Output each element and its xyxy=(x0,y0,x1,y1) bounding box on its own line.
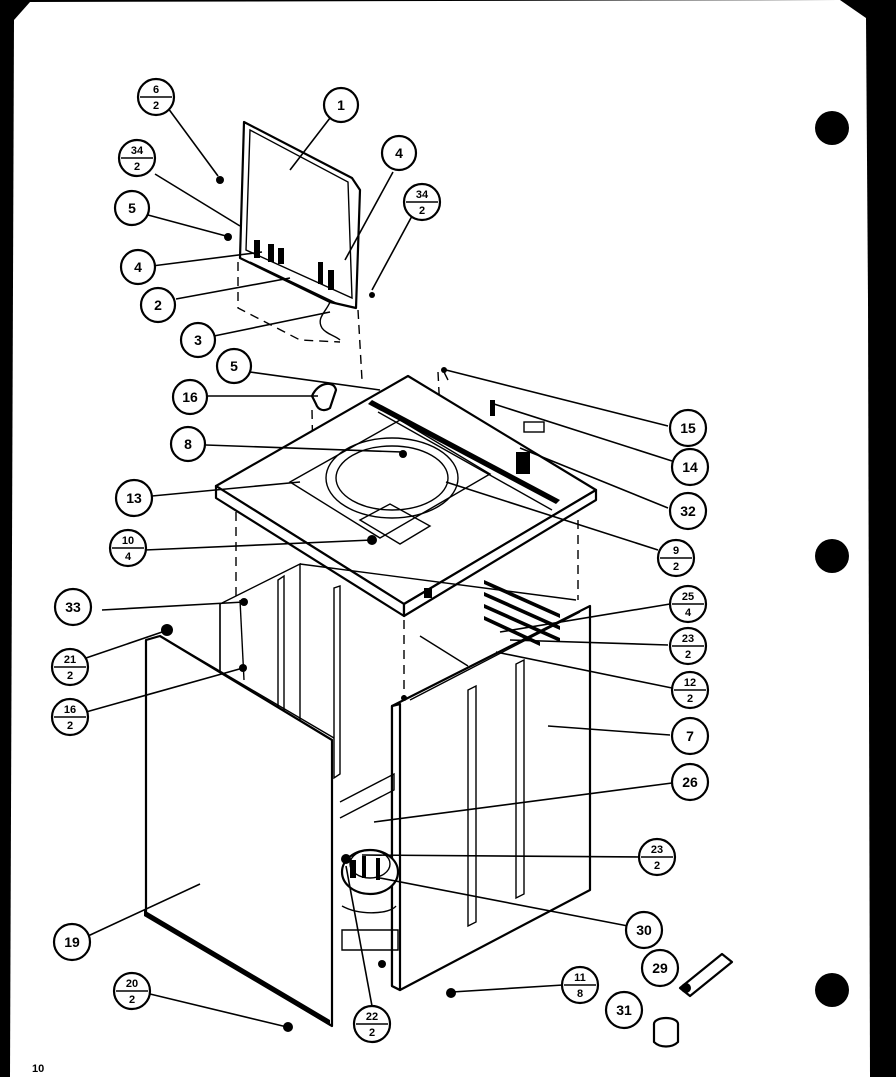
svg-text:25: 25 xyxy=(682,591,694,603)
callout-15: 15 xyxy=(668,408,708,448)
svg-text:1: 1 xyxy=(337,97,345,113)
svg-text:9: 9 xyxy=(673,545,679,557)
callout-1: 1 xyxy=(322,86,360,124)
binder-hole-middle xyxy=(815,539,849,573)
svg-text:23: 23 xyxy=(682,633,694,645)
callout-4-upper: 4 xyxy=(380,134,418,172)
svg-text:12: 12 xyxy=(684,677,696,689)
svg-text:3: 3 xyxy=(194,332,202,348)
callout-23-upper: 232 xyxy=(668,626,708,666)
callout-11: 118 xyxy=(560,965,600,1005)
svg-text:2: 2 xyxy=(129,994,135,1006)
svg-text:19: 19 xyxy=(64,934,80,950)
svg-text:20: 20 xyxy=(126,978,138,990)
svg-text:16: 16 xyxy=(64,704,76,716)
svg-text:2: 2 xyxy=(153,100,159,112)
callout-31: 31 xyxy=(604,990,644,1030)
callout-7: 7 xyxy=(670,716,710,756)
svg-text:8: 8 xyxy=(184,436,192,452)
svg-text:15: 15 xyxy=(680,420,696,436)
callout-9: 92 xyxy=(656,538,696,578)
callout-29: 29 xyxy=(640,948,680,988)
svg-text:2: 2 xyxy=(154,297,162,313)
svg-text:2: 2 xyxy=(673,561,679,573)
callout-2: 2 xyxy=(139,286,177,324)
svg-text:4: 4 xyxy=(125,551,132,563)
front-panel xyxy=(144,624,335,1032)
svg-text:10: 10 xyxy=(122,535,134,547)
callout-16-upper: 16 xyxy=(171,378,209,416)
svg-text:22: 22 xyxy=(366,1011,378,1023)
callout-23-lower: 232 xyxy=(637,837,677,877)
callout-8: 8 xyxy=(169,425,207,463)
svg-text:2: 2 xyxy=(369,1027,375,1039)
svg-text:2: 2 xyxy=(687,693,693,705)
svg-text:32: 32 xyxy=(680,503,696,519)
callout-14: 14 xyxy=(670,447,710,487)
svg-text:2: 2 xyxy=(419,205,425,217)
svg-text:23: 23 xyxy=(651,844,663,856)
callout-25: 254 xyxy=(668,584,708,624)
top-cover xyxy=(214,367,598,618)
svg-text:6: 6 xyxy=(153,84,159,96)
callout-21: 212 xyxy=(50,647,90,687)
callout-12: 122 xyxy=(670,670,710,710)
svg-text:8: 8 xyxy=(577,988,583,1000)
page-number: 10 xyxy=(32,1063,45,1075)
callout-5-lower: 5 xyxy=(215,347,253,385)
callout-5-upper: 5 xyxy=(113,189,151,227)
svg-text:4: 4 xyxy=(395,145,403,161)
pump-base xyxy=(339,772,400,968)
svg-text:31: 31 xyxy=(616,1002,632,1018)
svg-text:4: 4 xyxy=(685,607,692,619)
binder-hole-bottom xyxy=(815,973,849,1007)
callout-34-left: 342 xyxy=(117,138,157,178)
binder-hole-top xyxy=(815,111,849,145)
svg-text:11: 11 xyxy=(574,972,586,984)
lid-assembly xyxy=(216,120,375,341)
callout-34-right: 342 xyxy=(402,182,442,222)
svg-text:16: 16 xyxy=(182,389,198,405)
callout-32: 32 xyxy=(668,491,708,531)
callout-13: 13 xyxy=(114,478,154,518)
svg-text:2: 2 xyxy=(134,161,140,173)
callout-20: 202 xyxy=(112,971,152,1011)
svg-text:13: 13 xyxy=(126,490,142,506)
svg-text:2: 2 xyxy=(67,720,73,732)
svg-text:26: 26 xyxy=(682,774,698,790)
svg-text:2: 2 xyxy=(67,670,73,682)
callout-16-lower: 162 xyxy=(50,697,90,737)
svg-text:29: 29 xyxy=(652,960,668,976)
loose-parts xyxy=(446,952,734,1048)
svg-text:34: 34 xyxy=(416,189,429,201)
svg-text:7: 7 xyxy=(686,728,694,744)
callout-3: 3 xyxy=(179,321,217,359)
svg-text:2: 2 xyxy=(685,649,691,661)
callout-19: 19 xyxy=(52,922,92,962)
callout-33: 33 xyxy=(53,587,93,627)
callout-22: 222 xyxy=(352,1004,392,1044)
svg-text:21: 21 xyxy=(64,654,76,666)
svg-text:4: 4 xyxy=(134,259,142,275)
svg-text:2: 2 xyxy=(654,860,660,872)
svg-text:34: 34 xyxy=(131,145,144,157)
svg-text:30: 30 xyxy=(636,922,652,938)
svg-text:5: 5 xyxy=(128,200,136,216)
callout-6: 62 xyxy=(136,77,176,117)
callout-26: 26 xyxy=(670,762,710,802)
leader-lines xyxy=(85,103,673,1028)
svg-text:14: 14 xyxy=(682,459,698,475)
svg-text:5: 5 xyxy=(230,358,238,374)
callout-30: 30 xyxy=(624,910,664,950)
callout-10: 104 xyxy=(108,528,148,568)
callout-4-lower: 4 xyxy=(119,248,157,286)
svg-text:33: 33 xyxy=(65,599,81,615)
